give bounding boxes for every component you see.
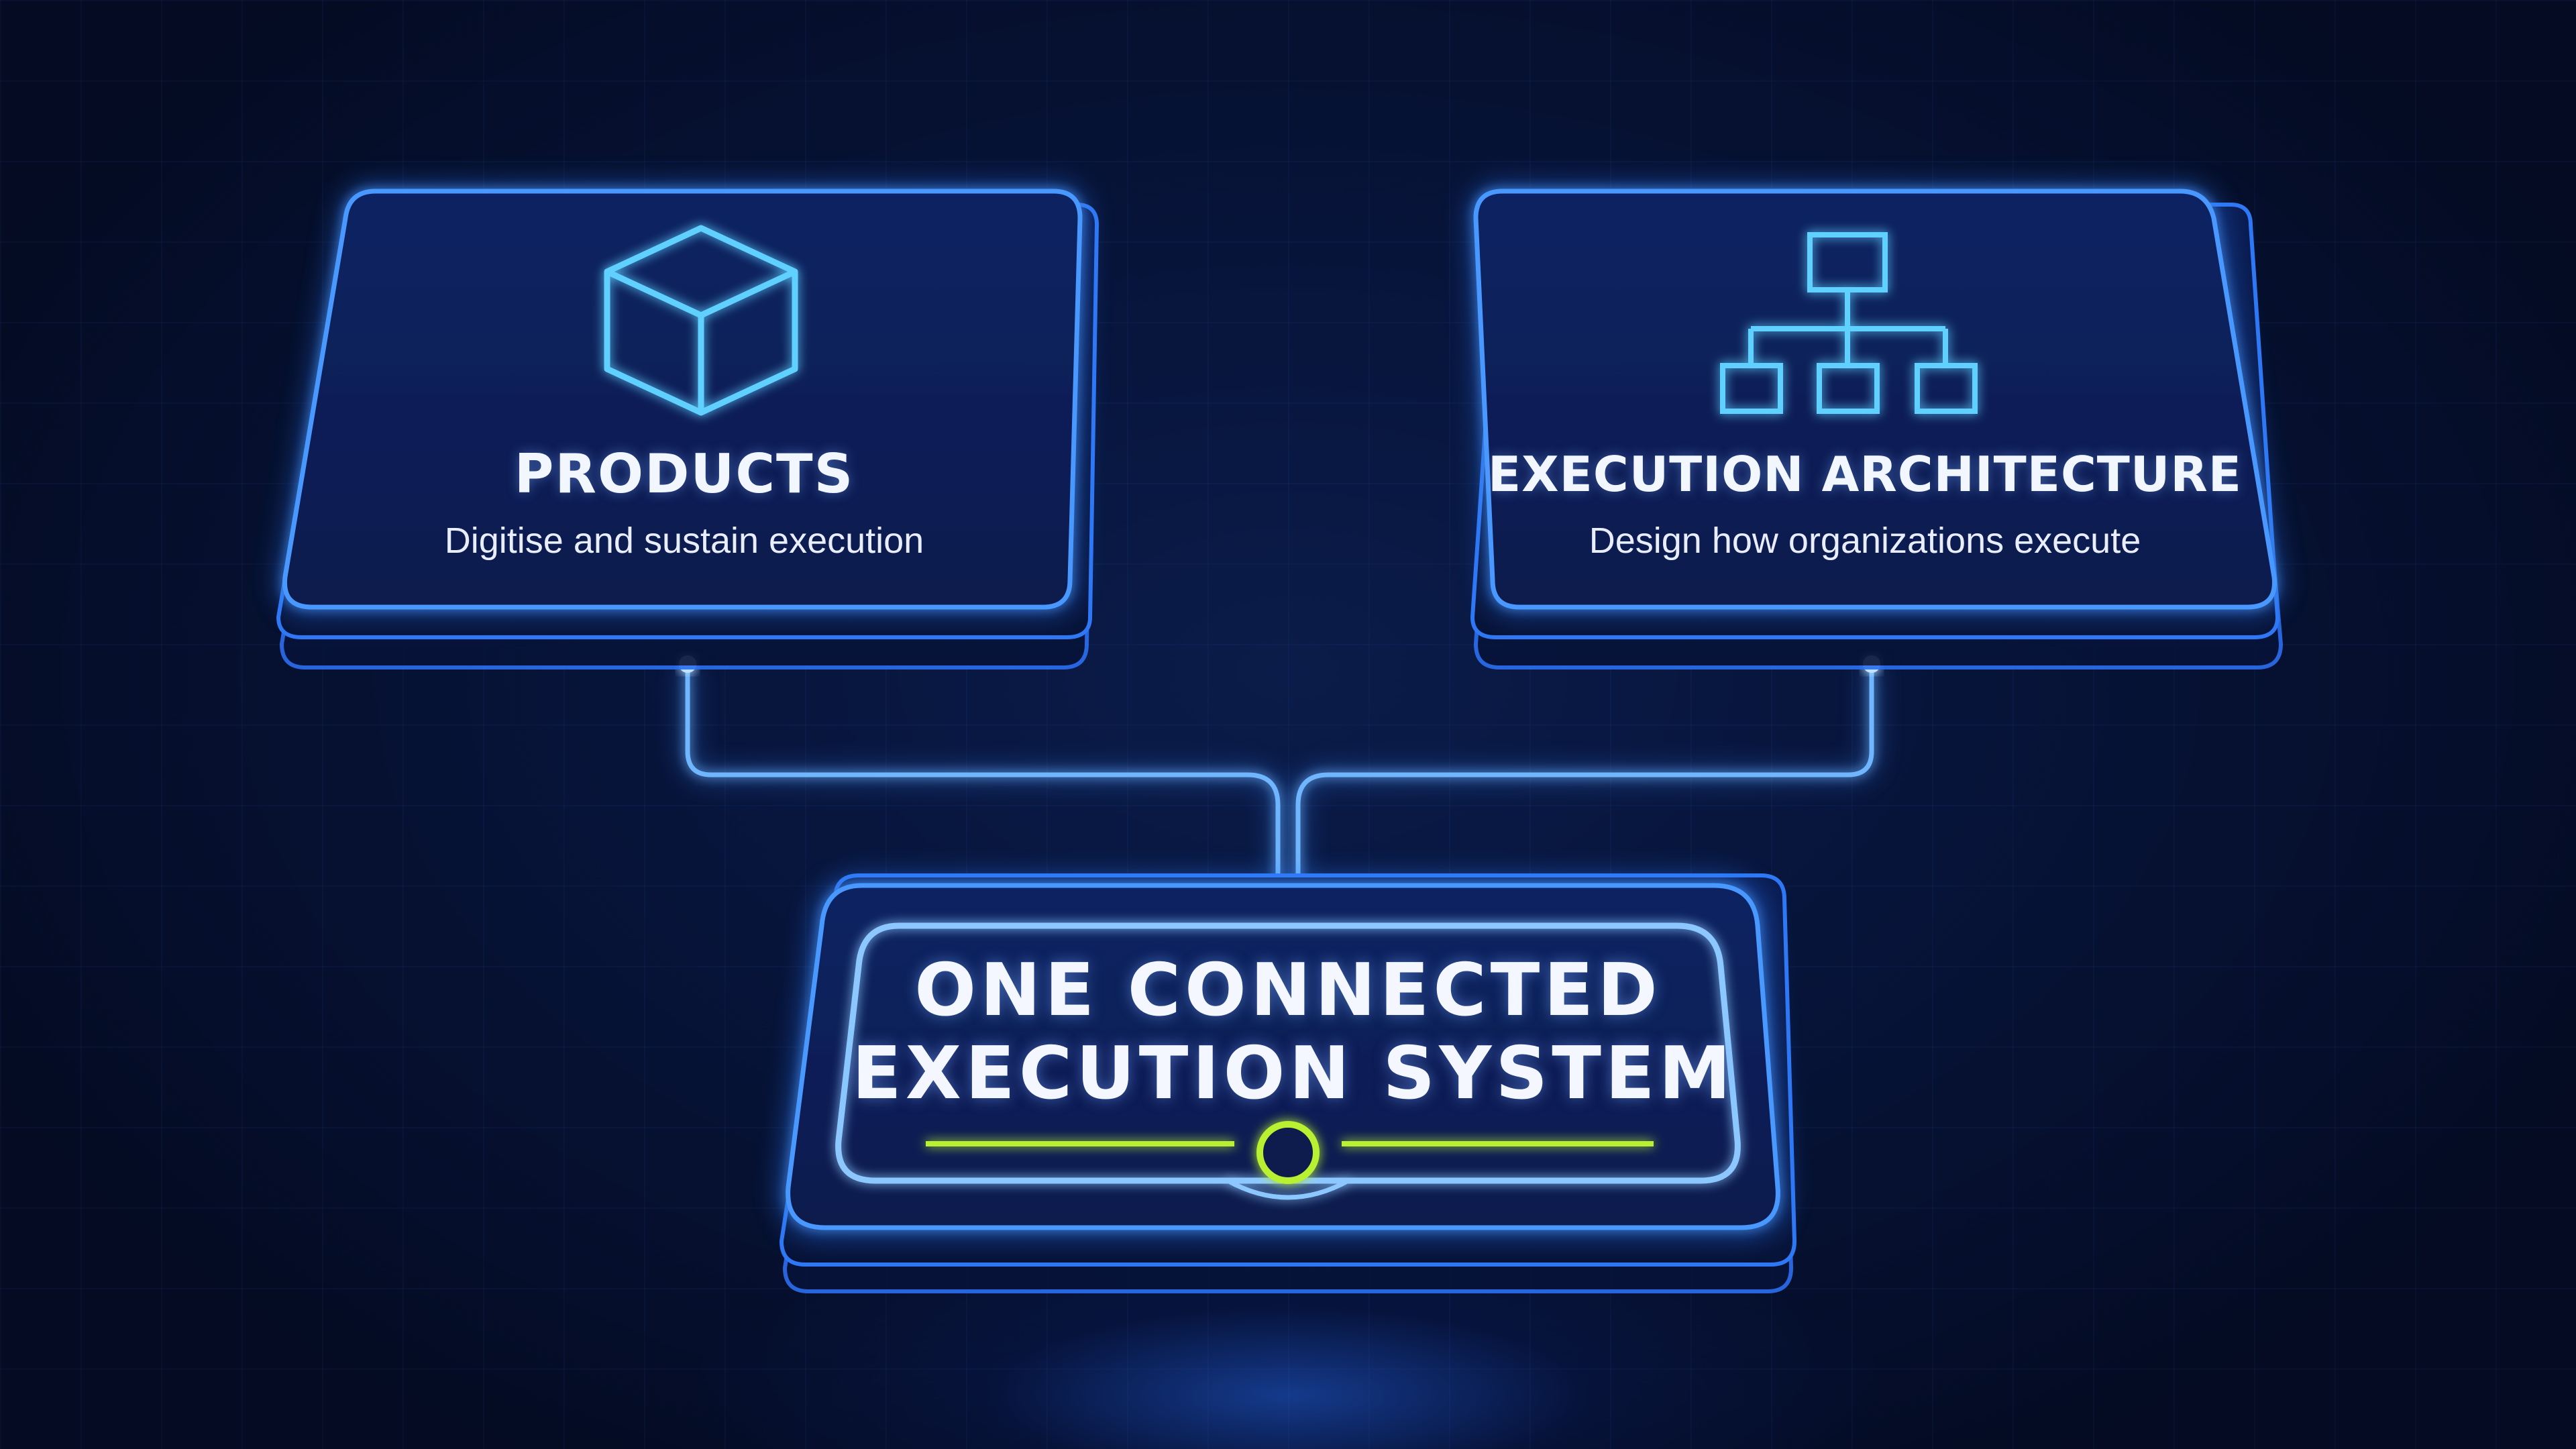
org-chart-icon	[1720, 232, 1978, 414]
hub-title-line-2: EXECUTION SYSTEM	[852, 1032, 1735, 1116]
ring-indicator-icon	[926, 1121, 1654, 1200]
hub-title-line-1: ONE CONNECTED	[914, 949, 1662, 1032]
hub-inner-border	[835, 922, 1741, 1184]
cube-icon	[604, 225, 798, 416]
execution-architecture-subtitle: Design how organizations execute	[1589, 521, 2141, 561]
execution-architecture-title: EXECUTION ARCHITECTURE	[1487, 446, 2242, 502]
products-subtitle: Digitise and sustain execution	[444, 521, 924, 561]
hub-title: ONE CONNECTED EXECUTION SYSTEM	[852, 949, 1735, 1116]
card-products	[274, 181, 1099, 669]
products-title: PRODUCTS	[514, 443, 855, 505]
hub-card	[776, 873, 1797, 1293]
connector-lines	[679, 655, 1880, 896]
card-execution-architecture	[1465, 181, 2285, 669]
